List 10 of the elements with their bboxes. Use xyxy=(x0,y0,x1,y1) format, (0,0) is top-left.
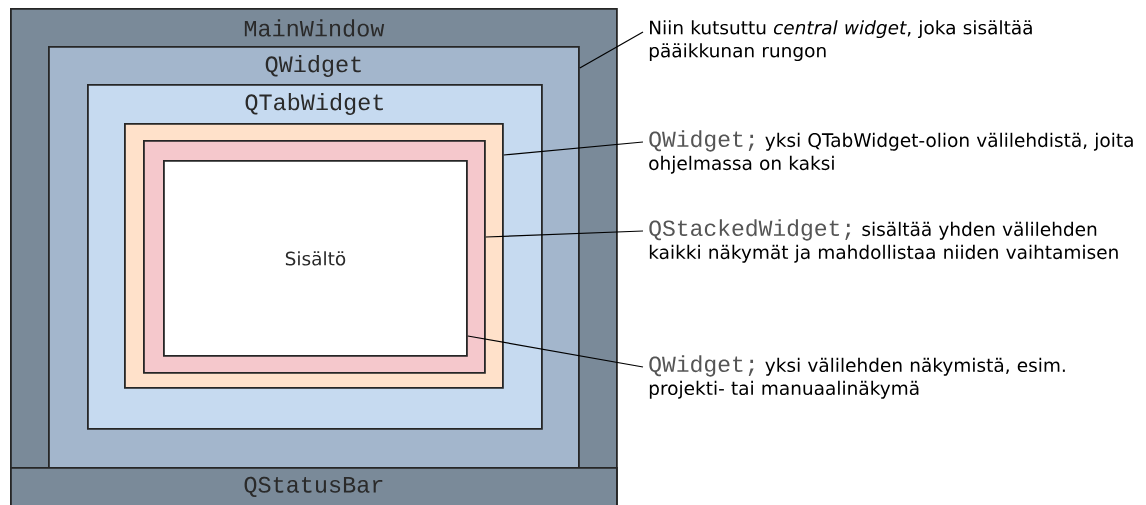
status-bar: QStatusBar xyxy=(10,467,618,505)
leader-line xyxy=(579,31,644,69)
widget-box: Sisältö xyxy=(163,160,468,357)
leader-line xyxy=(485,230,644,238)
leader-line xyxy=(467,335,644,368)
annotation-text: Niin kutsuttu central widget, joka sisältää pääikkunan rungon xyxy=(649,20,1032,62)
annotation-text: QWidget; yksi QTabWidget-olion välilehdistä, joita ohjelmassa on kaksi xyxy=(649,130,1133,174)
leader-line xyxy=(503,141,644,156)
annotation-text: QWidget; yksi välilehden näkymistä, esim. projekti- tai manuaalinäkymä xyxy=(649,355,1065,399)
annotation-text: QStackedWidget; sisältää yhden välilehden kaikki näkymät ja mahdollistaa niiden vaihtamisen xyxy=(649,219,1118,263)
